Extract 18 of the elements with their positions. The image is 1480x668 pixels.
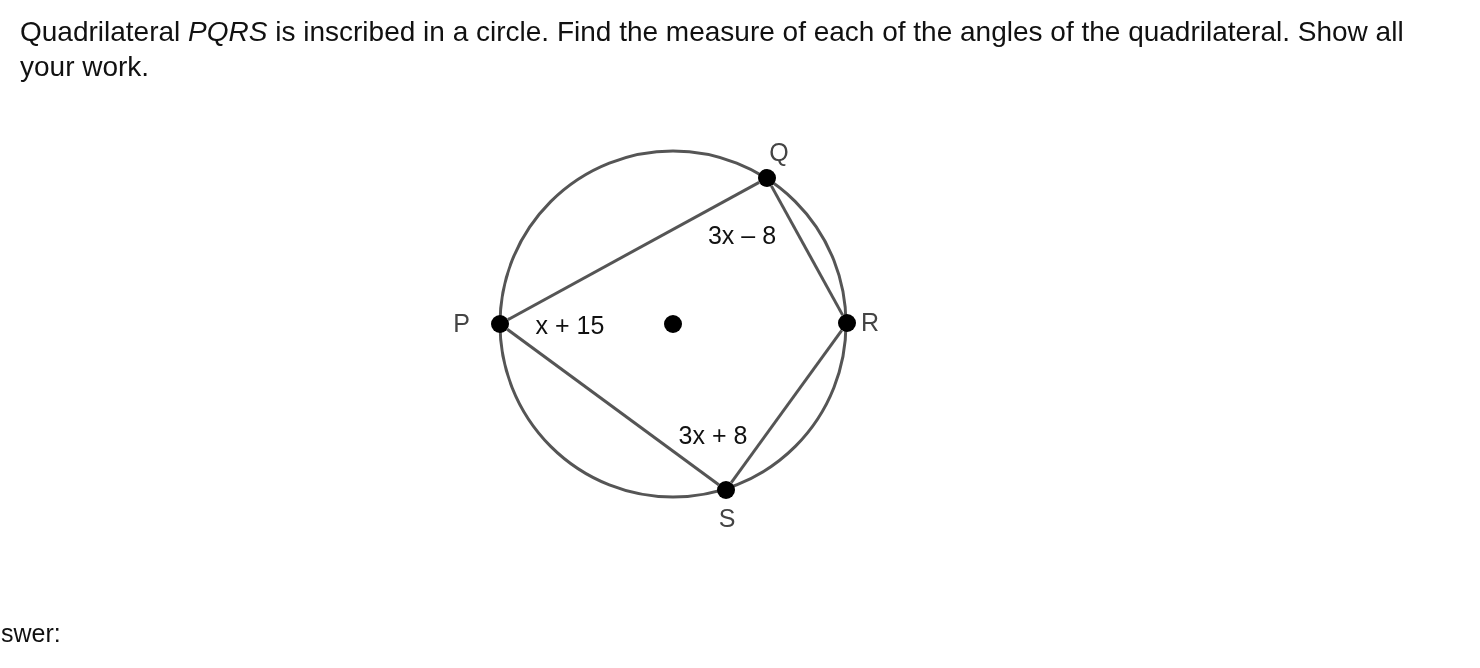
answer-label: swer: <box>1 618 61 648</box>
side-line <box>730 329 843 484</box>
vertex-point <box>838 314 856 332</box>
side-line <box>770 185 844 316</box>
side-line <box>507 181 760 321</box>
center-point <box>664 315 682 333</box>
question-text: Quadrilateral PQRS is inscribed in a circle. Find the measure of each of the angles of the quadrilateral. Show all your work. <box>20 15 1405 84</box>
vertex-point <box>758 169 776 187</box>
vertex-label: P <box>453 308 470 338</box>
vertex-point <box>717 481 735 499</box>
angle-label: x + 15 <box>535 310 605 340</box>
vertex-label: Q <box>769 137 789 167</box>
vertex-point <box>491 315 509 333</box>
vertex-label: R <box>860 307 880 337</box>
angle-label: 3x – 8 <box>707 220 777 250</box>
vertex-label: S <box>718 503 736 533</box>
angle-label: 3x + 8 <box>678 420 748 450</box>
side-line <box>506 328 720 486</box>
